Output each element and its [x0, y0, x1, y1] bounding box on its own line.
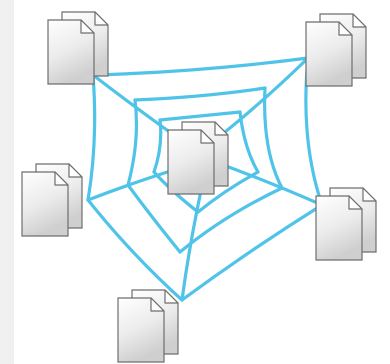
web-outer-edge: [180, 203, 324, 302]
document-stack-icon: [21, 163, 83, 237]
web-spoke: [213, 160, 324, 207]
document-stacks: [21, 11, 377, 363]
web-middle-ring: [126, 183, 182, 254]
web-inner-ring: [152, 118, 163, 174]
document-stack-icon: [167, 121, 229, 195]
web-middle-ring: [263, 86, 284, 190]
document-stack-icon: [47, 11, 109, 85]
document-stack-icon: [305, 13, 367, 87]
web-outer-edge: [86, 198, 184, 302]
web-middle-ring: [126, 98, 139, 187]
document-stack-icon: [117, 289, 179, 363]
web-outer-edge: [91, 56, 310, 77]
document-stack-icon: [315, 187, 377, 261]
web-outer-edge: [86, 73, 97, 202]
web-inner-ring: [238, 110, 260, 174]
web-middle-ring: [133, 86, 267, 102]
web-inner-ring: [158, 110, 242, 122]
